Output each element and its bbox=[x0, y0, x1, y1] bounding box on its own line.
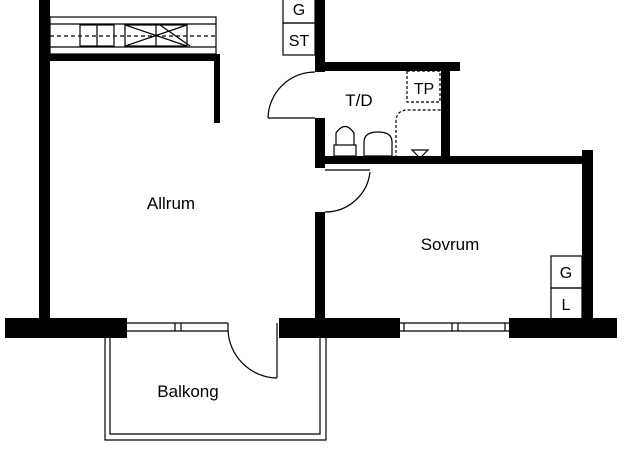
wall-bottom-mid bbox=[279, 318, 400, 338]
room-label-td: T/D bbox=[345, 91, 372, 110]
toilet-icon bbox=[333, 144, 357, 157]
wall-bottom-left bbox=[5, 318, 127, 338]
wall-bedroom-right bbox=[582, 150, 593, 322]
wall-bottom-right bbox=[509, 318, 617, 338]
kitchen-counter bbox=[49, 16, 217, 55]
wall-bath-left bbox=[315, 118, 325, 168]
balcony-door-swing bbox=[227, 329, 278, 379]
wardrobe-l-label: L bbox=[562, 297, 571, 314]
wall-hall-top bbox=[315, 0, 325, 72]
bath-sink-icon bbox=[363, 131, 393, 157]
room-label-allrum: Allrum bbox=[147, 194, 195, 213]
wall-bedroom-top bbox=[325, 156, 592, 164]
hall-closet-g-label: G bbox=[293, 2, 305, 19]
tp-label: TP bbox=[414, 81, 434, 98]
tp-box-icon bbox=[406, 70, 441, 103]
bedroom-door-swing bbox=[324, 171, 371, 213]
bath-door-swing bbox=[267, 71, 316, 119]
shower-outline-icon bbox=[395, 109, 441, 158]
hall-closet bbox=[282, 0, 316, 56]
wall-kitchen-stub bbox=[214, 61, 220, 123]
wall-bath-right bbox=[441, 62, 450, 162]
wall-interior bbox=[315, 212, 325, 322]
wall-kitchen-bottom bbox=[50, 54, 220, 61]
wall-left bbox=[39, 0, 50, 320]
hall-closet-st-label: ST bbox=[289, 33, 310, 50]
doors bbox=[227, 71, 371, 379]
bedroom-wardrobe bbox=[550, 255, 583, 320]
bathroom-fixtures bbox=[333, 70, 441, 159]
walls bbox=[5, 0, 617, 338]
room-label-balkong: Balkong bbox=[157, 382, 218, 401]
wardrobe-g-label: G bbox=[560, 265, 572, 282]
windows bbox=[127, 322, 509, 332]
balcony-railing bbox=[104, 338, 327, 441]
room-label-sovrum: Sovrum bbox=[421, 235, 480, 254]
drain-icon bbox=[410, 149, 430, 159]
wall-bath-top bbox=[315, 62, 460, 71]
